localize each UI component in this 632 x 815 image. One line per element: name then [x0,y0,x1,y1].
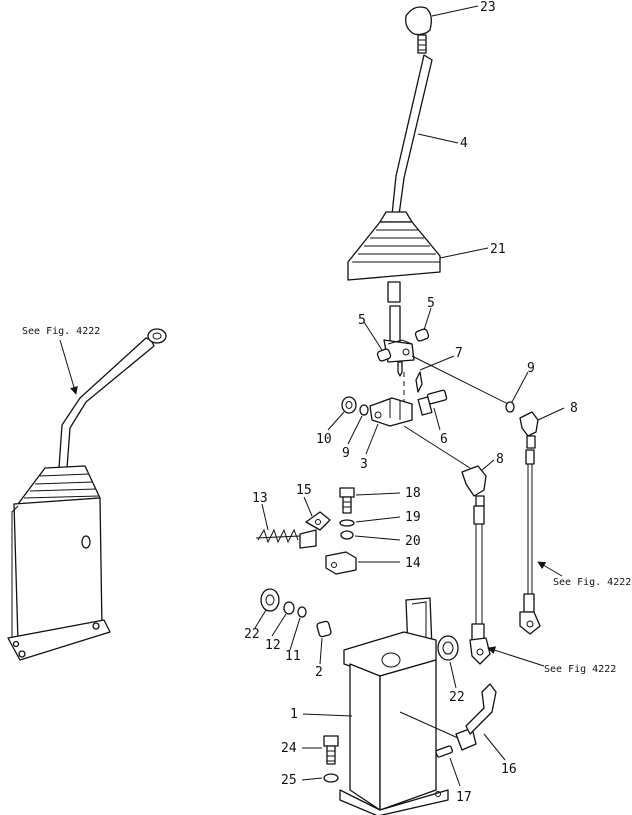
pin-part-5-right [414,328,430,342]
callout-16: 16 [501,762,517,777]
nut-part-10 [341,396,357,414]
washer-part-25 [323,773,339,783]
bushing-part-22-left [260,588,280,612]
link-line-upper [411,355,513,407]
leader-lines [254,5,565,787]
reference-right-rod: See Fig. 4222 [537,561,631,588]
column-part-1 [339,597,449,815]
washer-part-20 [340,530,354,540]
washer-part-11 [297,606,307,618]
crank-part-16 [399,683,497,751]
washer-part-9-right [505,401,515,413]
bolt-part-18 [339,487,355,514]
callout-17: 17 [456,790,472,805]
callout-3: 3 [360,457,368,472]
reference-right-lower: See Fig 4222 [487,646,616,675]
callout-12: 12 [265,638,281,653]
svg-text:See Fig. 4222: See Fig. 4222 [553,577,631,588]
elbow-part-8-left [461,465,487,507]
elbow-part-8-right [519,411,539,449]
callout-7: 7 [455,346,463,361]
callout-4: 4 [460,136,468,151]
callout-2: 2 [315,665,323,680]
complete-lever-assembly [7,328,167,661]
bolt-part-24 [323,735,339,765]
boot-part-21 [347,211,441,303]
callout-5-left: 5 [358,313,366,328]
control-rod-middle [469,505,491,665]
reference-left: See Fig. 4222 [22,326,100,395]
callout-labels: 23 4 21 5 5 7 9 8 8 6 10 9 3 18 19 20 14… [244,0,578,805]
svg-text:See Fig 4222: See Fig 4222 [544,664,616,675]
block-part-14 [325,551,357,575]
callout-19: 19 [405,510,421,525]
callout-8-left: 8 [496,452,504,467]
washer-part-12 [283,601,295,615]
callout-10: 10 [316,432,332,447]
callout-22-left: 22 [244,627,260,642]
callout-18: 18 [405,486,421,501]
lever-part-4 [391,54,433,216]
washer-part-9 [359,404,369,416]
link-line-lower [403,425,471,469]
svg-text:See Fig. 4222: See Fig. 4222 [22,326,100,337]
callout-25: 25 [281,773,297,788]
bracket-part-15 [299,511,331,549]
callout-11: 11 [285,649,301,664]
pin-part-2 [316,620,332,638]
pin-part-17 [435,745,453,758]
control-rod-right [519,449,541,635]
callout-20: 20 [405,534,421,549]
spring-part-13 [255,528,301,544]
callout-23: 23 [480,0,496,15]
pin-part-5-left [376,348,392,362]
callout-9-left: 9 [342,446,350,461]
bushing-part-22-right [437,635,459,661]
washer-part-19 [339,519,355,527]
callout-13: 13 [252,491,268,506]
callout-9-right: 9 [527,361,535,376]
callout-5-right: 5 [427,296,435,311]
callout-6: 6 [440,432,448,447]
callout-21: 21 [490,242,506,257]
bolt-part-6 [417,389,448,416]
knob-part-23 [405,6,432,54]
callout-14: 14 [405,556,421,571]
callout-8-right: 8 [570,401,578,416]
callout-22-right: 22 [449,690,465,705]
callout-15: 15 [296,483,312,498]
callout-24: 24 [281,741,297,756]
callout-1: 1 [290,707,298,722]
bracket-part-3 [369,371,423,427]
